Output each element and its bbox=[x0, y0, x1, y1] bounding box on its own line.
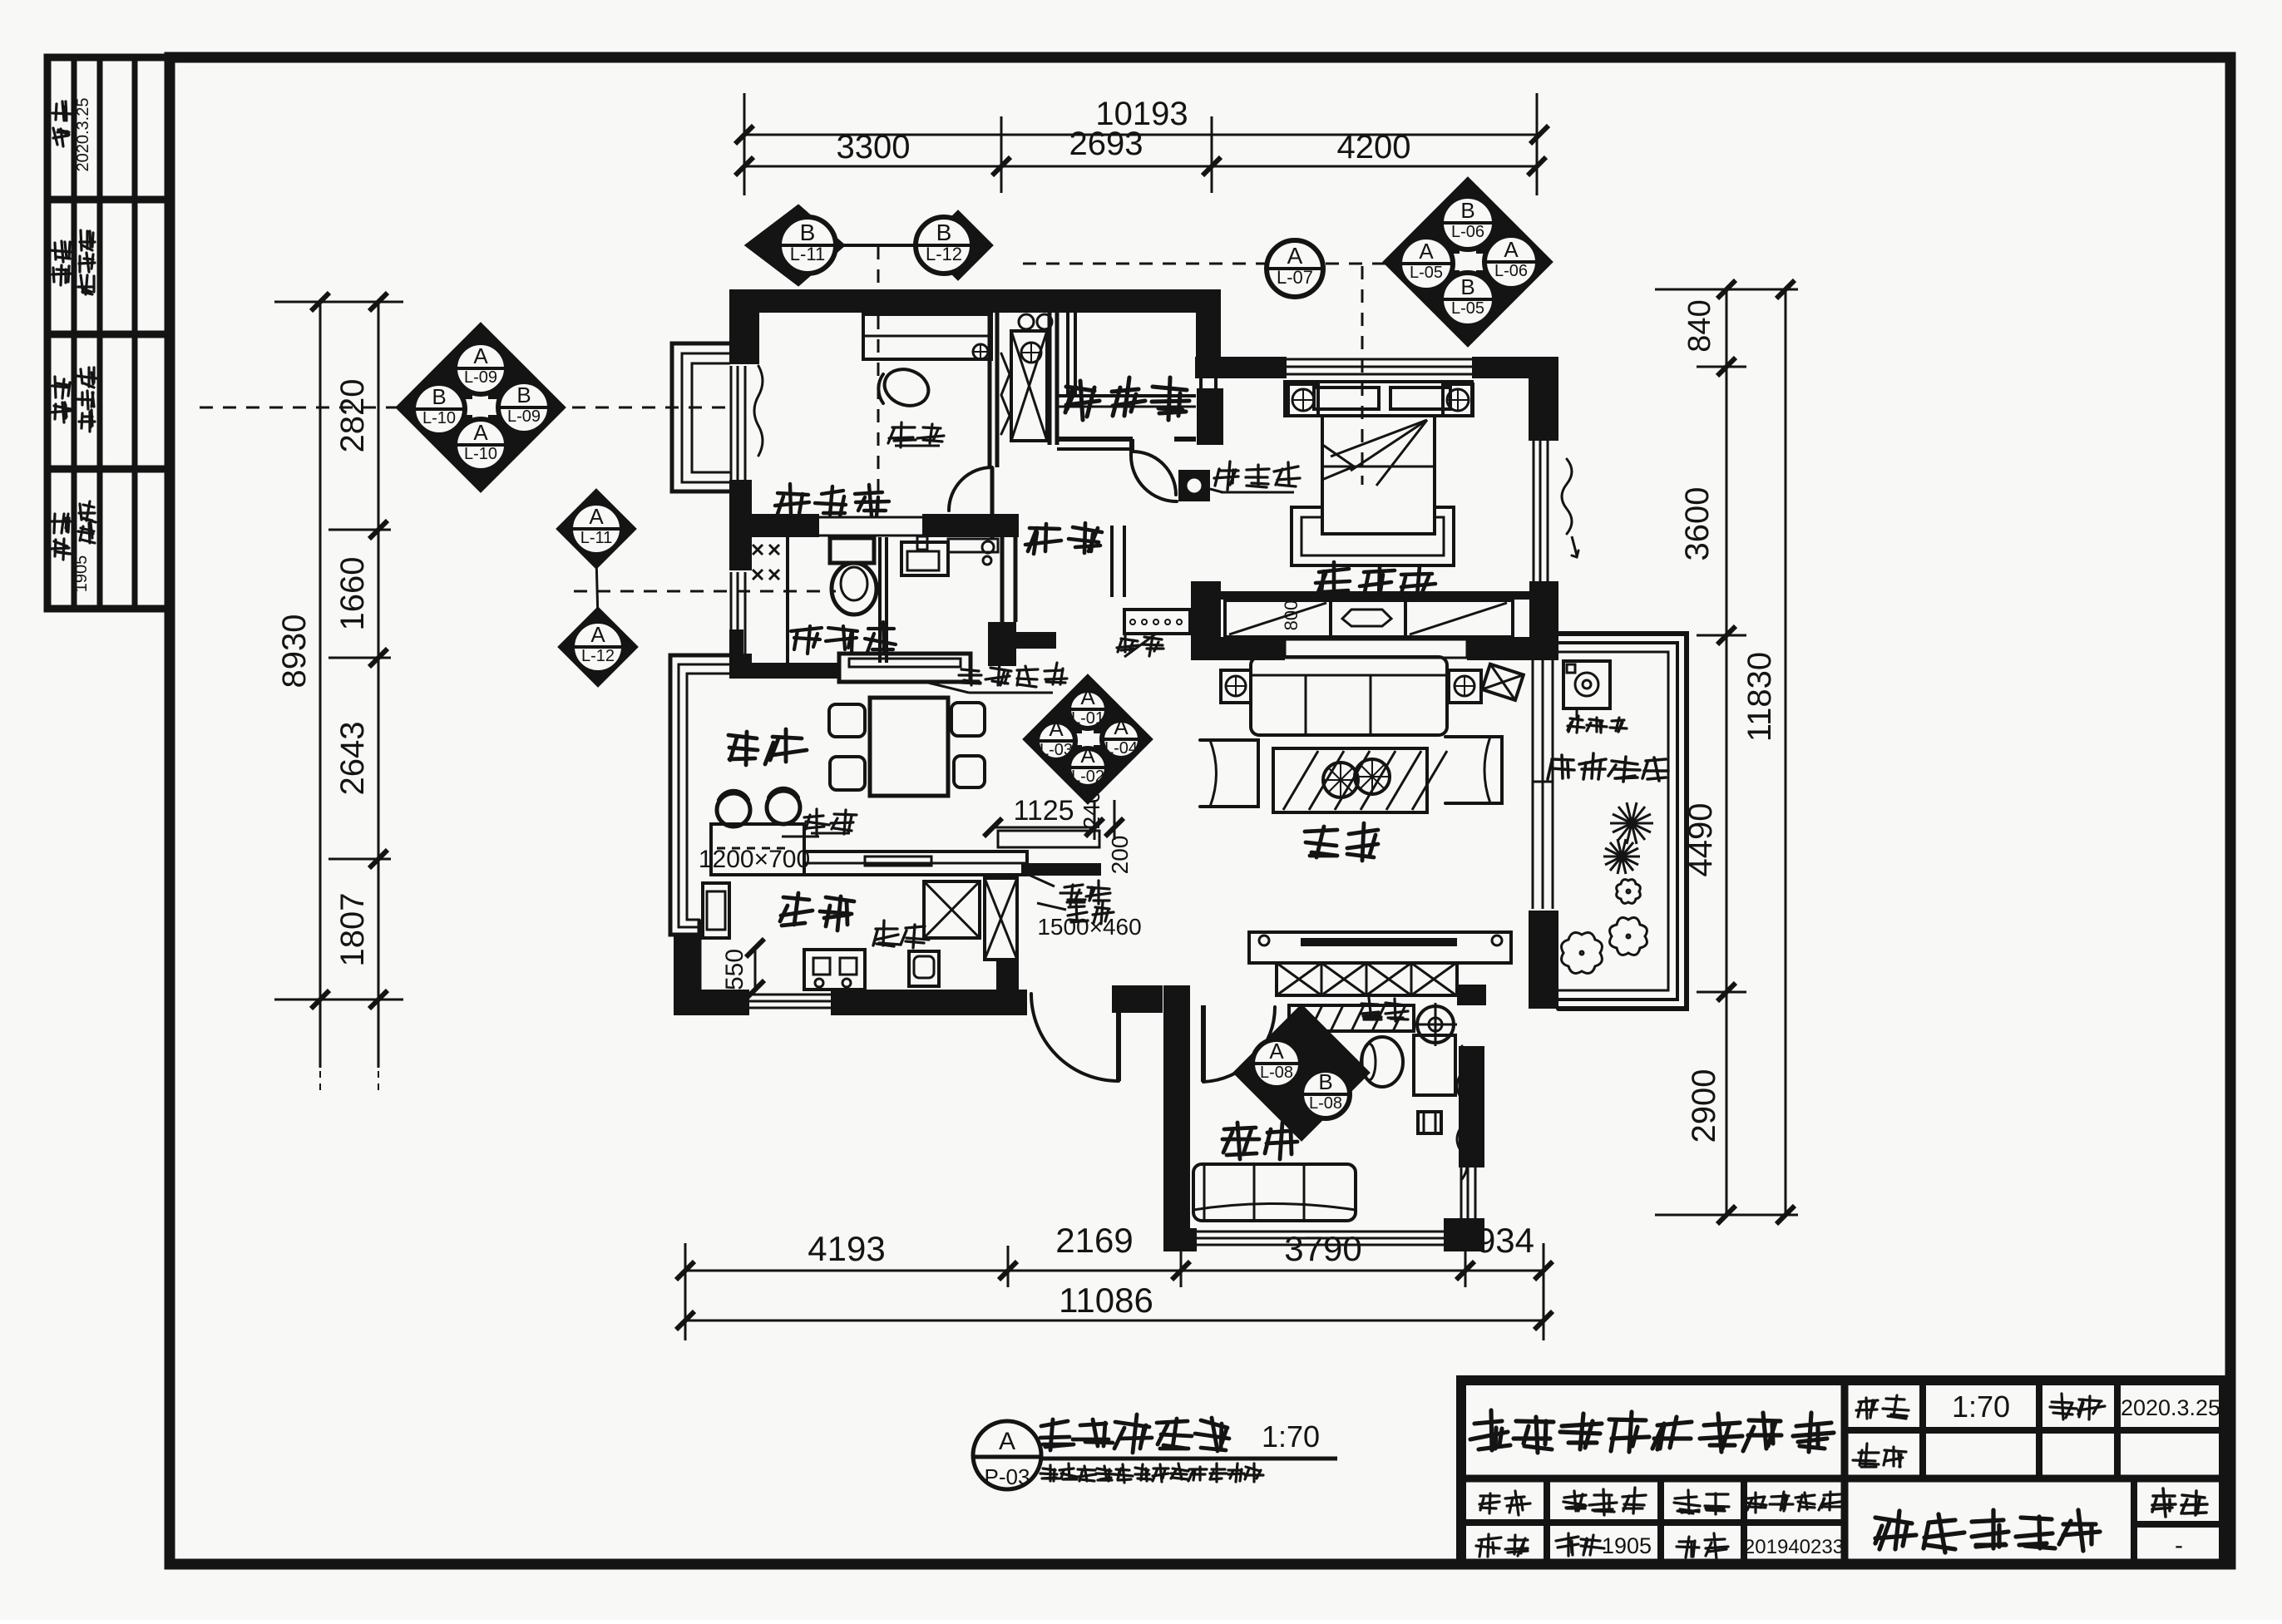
svg-text:B: B bbox=[1318, 1069, 1332, 1094]
svg-text:4200: 4200 bbox=[1337, 129, 1411, 165]
svg-text:2169: 2169 bbox=[1055, 1221, 1133, 1260]
svg-text:L-08: L-08 bbox=[1309, 1094, 1342, 1113]
svg-text:A: A bbox=[1269, 1039, 1284, 1064]
svg-text:L-09: L-09 bbox=[507, 407, 541, 426]
svg-text:800: 800 bbox=[1281, 600, 1302, 631]
svg-text:A: A bbox=[473, 420, 488, 445]
svg-text:L-01: L-01 bbox=[1071, 709, 1104, 728]
svg-text:840: 840 bbox=[1682, 299, 1717, 352]
svg-text:L-03: L-03 bbox=[1040, 741, 1073, 759]
svg-text:201940233: 201940233 bbox=[1744, 1536, 1844, 1558]
svg-text:1125: 1125 bbox=[1013, 795, 1074, 827]
svg-text:8930: 8930 bbox=[276, 615, 313, 689]
svg-text:1905: 1905 bbox=[1602, 1533, 1652, 1558]
svg-text:B: B bbox=[432, 384, 446, 409]
svg-text:L-12: L-12 bbox=[581, 647, 615, 665]
svg-text:A: A bbox=[590, 622, 605, 647]
svg-text:A: A bbox=[473, 343, 488, 368]
svg-text:1905: 1905 bbox=[72, 555, 91, 593]
svg-text:L-11: L-11 bbox=[790, 244, 825, 264]
svg-text:L-05: L-05 bbox=[1410, 264, 1443, 282]
svg-text:B: B bbox=[1460, 274, 1474, 299]
svg-text:A: A bbox=[1049, 716, 1064, 741]
svg-text:L-06: L-06 bbox=[1494, 262, 1528, 280]
svg-text:1200×700: 1200×700 bbox=[699, 846, 810, 873]
svg-text:1807: 1807 bbox=[334, 893, 371, 967]
svg-text:A: A bbox=[999, 1428, 1015, 1455]
svg-text:3600: 3600 bbox=[1679, 487, 1716, 561]
svg-text:3790: 3790 bbox=[1284, 1229, 1361, 1268]
svg-text:A: A bbox=[1419, 239, 1434, 264]
svg-text:2900: 2900 bbox=[1686, 1069, 1722, 1143]
svg-text:B: B bbox=[1460, 198, 1474, 223]
svg-text:3300: 3300 bbox=[837, 129, 911, 165]
svg-text:A: A bbox=[1080, 743, 1095, 768]
svg-text:11830: 11830 bbox=[1741, 652, 1778, 742]
svg-text:2643: 2643 bbox=[334, 722, 371, 796]
svg-text:L-12: L-12 bbox=[926, 244, 962, 264]
svg-text:L-10: L-10 bbox=[464, 445, 497, 463]
svg-text:L-10: L-10 bbox=[422, 409, 456, 427]
svg-text:2020.3.25: 2020.3.25 bbox=[2121, 1395, 2220, 1420]
svg-text:A: A bbox=[1080, 684, 1095, 709]
svg-text:B: B bbox=[516, 383, 531, 407]
svg-text:2020.3.25: 2020.3.25 bbox=[74, 98, 92, 172]
svg-text:2820: 2820 bbox=[334, 379, 371, 453]
svg-text:2693: 2693 bbox=[1069, 126, 1143, 162]
svg-text:L-02: L-02 bbox=[1071, 768, 1104, 786]
svg-text:1:70: 1:70 bbox=[1262, 1419, 1320, 1454]
svg-text:1660: 1660 bbox=[334, 557, 371, 631]
svg-text:B: B bbox=[800, 220, 816, 245]
svg-text:L-09: L-09 bbox=[464, 368, 497, 387]
svg-text:11086: 11086 bbox=[1059, 1281, 1153, 1320]
svg-text:B: B bbox=[936, 220, 952, 245]
svg-text:10193: 10193 bbox=[1095, 96, 1188, 132]
svg-text:4193: 4193 bbox=[808, 1229, 885, 1268]
svg-text:1500×460: 1500×460 bbox=[1037, 914, 1141, 940]
svg-text:L-06: L-06 bbox=[1451, 223, 1484, 241]
svg-text:A: A bbox=[1287, 243, 1303, 269]
svg-text:A: A bbox=[1114, 714, 1129, 739]
svg-text:200: 200 bbox=[1107, 836, 1133, 875]
svg-text:P-03: P-03 bbox=[985, 1464, 1030, 1489]
svg-text:A: A bbox=[589, 504, 604, 529]
svg-text:A: A bbox=[1504, 237, 1519, 262]
svg-text:L-11: L-11 bbox=[580, 529, 613, 547]
svg-text:934: 934 bbox=[1476, 1221, 1534, 1260]
svg-text:L-08: L-08 bbox=[1260, 1064, 1293, 1082]
svg-text:550: 550 bbox=[721, 949, 748, 990]
svg-text:L-07: L-07 bbox=[1277, 267, 1313, 288]
svg-text:L-05: L-05 bbox=[1451, 299, 1484, 318]
svg-text:L-04: L-04 bbox=[1104, 739, 1138, 758]
svg-text:1:70: 1:70 bbox=[1952, 1390, 2010, 1424]
svg-text:-: - bbox=[2175, 1532, 2183, 1559]
